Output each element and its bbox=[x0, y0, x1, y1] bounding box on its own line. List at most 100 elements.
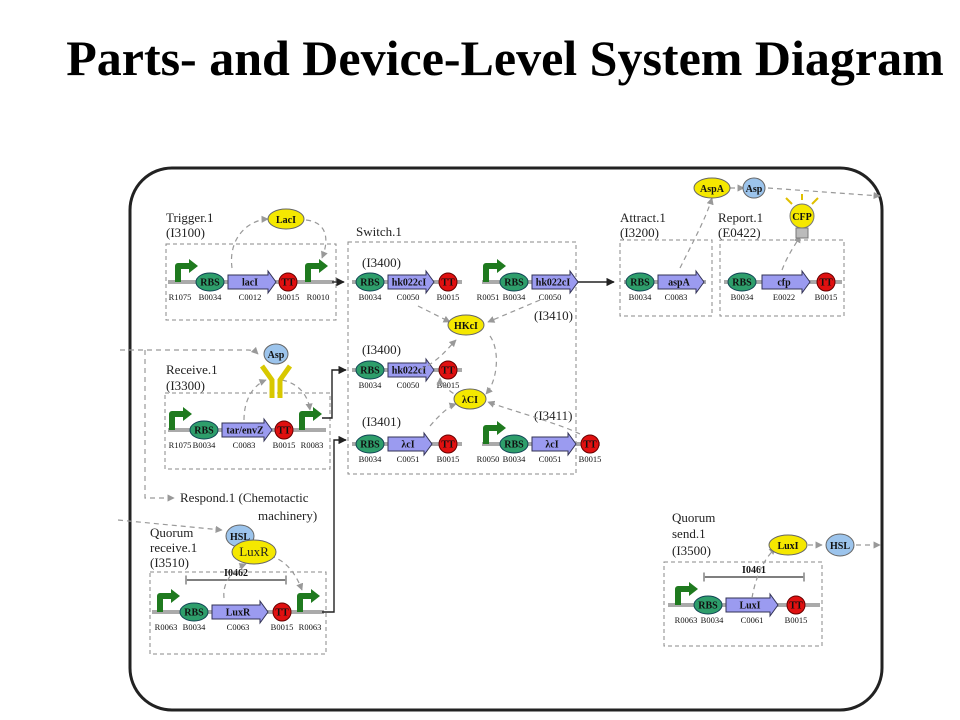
rbs-label: RBS bbox=[732, 278, 752, 289]
part-code: B0034 bbox=[359, 292, 382, 302]
qsend-id: (I3500) bbox=[672, 543, 711, 558]
part-code: R0050 bbox=[477, 454, 500, 464]
report-box bbox=[719, 239, 845, 317]
hkci-molecule-label: HKcI bbox=[454, 321, 478, 332]
part-code: B0034 bbox=[503, 454, 526, 464]
gene-label: tar/envZ bbox=[226, 426, 264, 437]
gene-label: hk022cI bbox=[392, 278, 427, 289]
switch-name: Switch.1 bbox=[356, 224, 402, 239]
asp-receptor-ligand-label: Asp bbox=[268, 350, 285, 361]
attract-box bbox=[619, 239, 713, 317]
part-code: B0015 bbox=[437, 454, 460, 464]
hsl-in-molecule-label: HSL bbox=[230, 532, 250, 543]
part-code: B0034 bbox=[199, 292, 222, 302]
part-code: R0051 bbox=[477, 292, 500, 302]
part-code: B0015 bbox=[273, 440, 296, 450]
gene-arrow-icon bbox=[531, 269, 579, 295]
sub-i3411: (I3411) bbox=[534, 408, 573, 423]
terminator-label: TT bbox=[275, 608, 289, 619]
gene-label: cfp bbox=[777, 278, 791, 289]
promoter-icon bbox=[157, 593, 172, 612]
part-code: R0063 bbox=[675, 615, 698, 625]
receive-id: (I3300) bbox=[166, 378, 205, 393]
rbs-icon bbox=[179, 602, 209, 622]
gene-label: LuxI bbox=[739, 601, 760, 612]
part-code: C0012 bbox=[239, 292, 262, 302]
sub-i3401: (I3401) bbox=[362, 414, 401, 429]
terminator-icon bbox=[580, 434, 600, 454]
report-name: Report.1 bbox=[718, 210, 763, 225]
cfp-label: CFP bbox=[792, 212, 811, 223]
part-code: B0034 bbox=[359, 454, 382, 464]
terminator-icon bbox=[272, 602, 292, 622]
promoter-icon bbox=[169, 411, 184, 430]
gene-arrow-icon bbox=[531, 431, 577, 457]
gene-label: λcI bbox=[401, 440, 414, 451]
terminator-label: TT bbox=[583, 440, 597, 451]
part-code: B0034 bbox=[731, 292, 754, 302]
trigger-name: Trigger.1 bbox=[166, 210, 214, 225]
receptor-icon bbox=[259, 364, 293, 398]
rbs-label: RBS bbox=[504, 278, 524, 289]
aspa-molecule bbox=[693, 177, 731, 199]
flow-arrow bbox=[281, 379, 313, 411]
receptor-arm-left bbox=[259, 364, 275, 398]
flow-arrow bbox=[679, 197, 714, 269]
part-code: C0051 bbox=[397, 454, 420, 464]
part-code: R0010 bbox=[307, 292, 330, 302]
qreceive-name-1: Quorum bbox=[150, 525, 193, 540]
promoter-arrowhead-icon bbox=[311, 589, 320, 603]
flow-arrow bbox=[243, 379, 267, 421]
promoter-arrowhead-icon bbox=[497, 259, 506, 273]
luxr-molecule-label: LuxR bbox=[239, 544, 269, 559]
trigger-box bbox=[165, 243, 337, 321]
part-code: C0050 bbox=[539, 292, 562, 302]
receptor-arm-right bbox=[277, 364, 293, 398]
gene-arrow-icon bbox=[657, 269, 705, 295]
promoter-icon bbox=[305, 263, 320, 282]
gene-arrow-icon bbox=[387, 431, 433, 457]
rbs-icon bbox=[189, 420, 219, 440]
terminator-label: TT bbox=[441, 278, 455, 289]
attract-id: (I3200) bbox=[620, 225, 659, 240]
promoter-arrowhead-icon bbox=[189, 259, 198, 273]
gene-arrow-icon bbox=[725, 592, 779, 618]
part-code: C0063 bbox=[227, 622, 250, 632]
flow-arrow bbox=[223, 563, 247, 599]
qsend-name-2: send.1 bbox=[672, 526, 706, 541]
span-i0461-label: I0461 bbox=[742, 565, 766, 576]
part-code: B0034 bbox=[629, 292, 652, 302]
aspa-molecule-label: AspA bbox=[700, 184, 725, 195]
flow-arrow bbox=[781, 235, 801, 271]
rbs-icon bbox=[693, 595, 723, 615]
flow-arrow bbox=[419, 339, 457, 371]
flow-arrow bbox=[487, 400, 581, 435]
part-code: C0083 bbox=[233, 440, 256, 450]
gene-label: hk022cI bbox=[392, 366, 427, 377]
terminator-label: TT bbox=[819, 278, 833, 289]
flow-arrow bbox=[487, 299, 541, 323]
qreceive-box bbox=[149, 571, 327, 655]
wire bbox=[322, 435, 347, 613]
wire bbox=[322, 365, 347, 419]
flow-arrow bbox=[485, 335, 497, 395]
rbs-icon bbox=[195, 272, 225, 292]
flow-arrow bbox=[429, 402, 457, 427]
promoter-icon bbox=[483, 425, 498, 444]
terminator-label: TT bbox=[441, 440, 455, 451]
part-code: B0015 bbox=[437, 292, 460, 302]
part-code: C0061 bbox=[741, 615, 764, 625]
gene-arrow-icon bbox=[221, 417, 273, 443]
luxi-molecule-label: LuxI bbox=[777, 541, 798, 552]
hkci-molecule bbox=[447, 314, 485, 336]
rbs-icon bbox=[355, 434, 385, 454]
luxr-molecule bbox=[231, 539, 277, 565]
rbs-label: RBS bbox=[630, 278, 650, 289]
gene-arrow-icon bbox=[761, 269, 811, 295]
cell-boundary bbox=[128, 166, 884, 712]
